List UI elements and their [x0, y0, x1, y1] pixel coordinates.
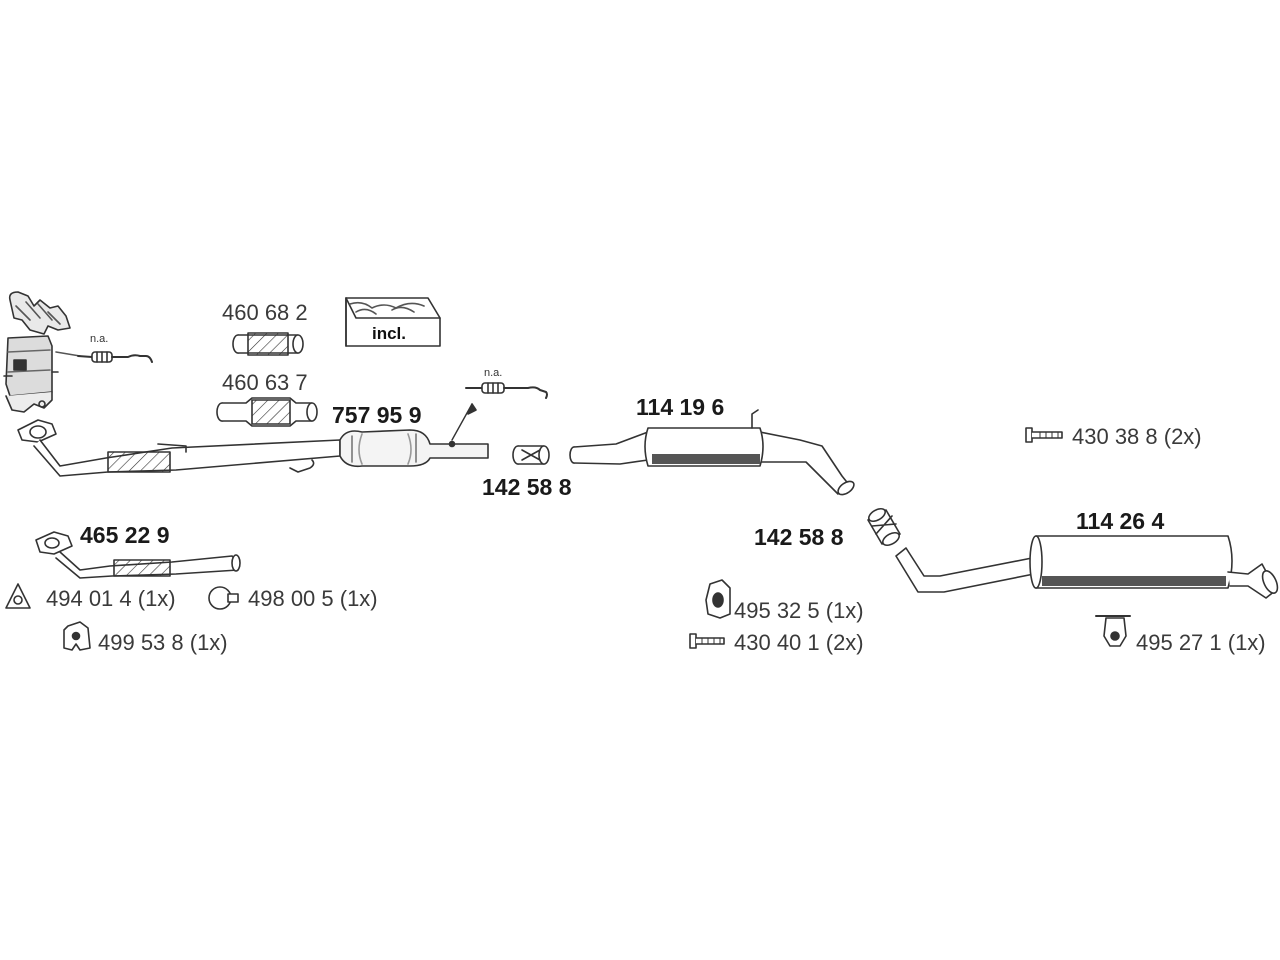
bolt-icon-top [1025, 427, 1063, 443]
part-number-495325: 495 32 5 (1x) [734, 598, 864, 623]
flex-pipe-460682 [232, 332, 304, 356]
part-number-430388: 430 38 8 (2x) [1072, 424, 1202, 449]
rear-hanger-icon [1095, 615, 1131, 647]
oxygen-sensor-2 [465, 382, 548, 399]
part-number-114196: 114 19 6 [636, 394, 725, 420]
part-number-142588-rear: 142 58 8 [754, 524, 844, 550]
part-number-465229: 465 22 9 [80, 522, 170, 548]
part-number-498005: 498 00 5 (1x) [248, 586, 378, 611]
clamp-142588-rear [867, 507, 901, 547]
part-number-460637: 460 63 7 [222, 370, 308, 395]
rubber-mount-icon [63, 621, 91, 651]
clamp-ring-icon [208, 586, 239, 610]
mounting-kit-label: incl. [372, 324, 407, 343]
flex-pipe-460637 [216, 397, 318, 427]
front-pipe-465229 [35, 531, 241, 579]
bracket-icon [705, 579, 731, 619]
part-number-499538: 499 53 8 (1x) [98, 630, 228, 655]
oxygen-sensor-1 [77, 351, 153, 363]
front-pipe-assembly [17, 419, 341, 477]
sensor-2-note: n.a. [484, 367, 503, 379]
rear-silencer-assembly [895, 535, 1279, 599]
middle-silencer-assembly [569, 409, 855, 496]
part-number-430401: 430 40 1 (2x) [734, 630, 864, 655]
part-number-495271: 495 27 1 (1x) [1136, 630, 1266, 655]
part-number-757959: 757 95 9 [332, 402, 422, 428]
gasket-icon [5, 583, 31, 609]
part-number-142588-front: 142 58 8 [482, 474, 572, 500]
part-number-460682: 460 68 2 [222, 300, 308, 325]
catalytic-converter [339, 403, 489, 468]
part-number-114264: 114 26 4 [1076, 508, 1165, 534]
clamp-142588-front [512, 445, 550, 465]
bolt-icon-mid [689, 633, 725, 649]
mounting-kit-box [345, 297, 441, 347]
manifold-catalyst [3, 291, 81, 413]
part-number-494014: 494 01 4 (1x) [46, 586, 176, 611]
manifold-note: n.a. [90, 333, 109, 345]
